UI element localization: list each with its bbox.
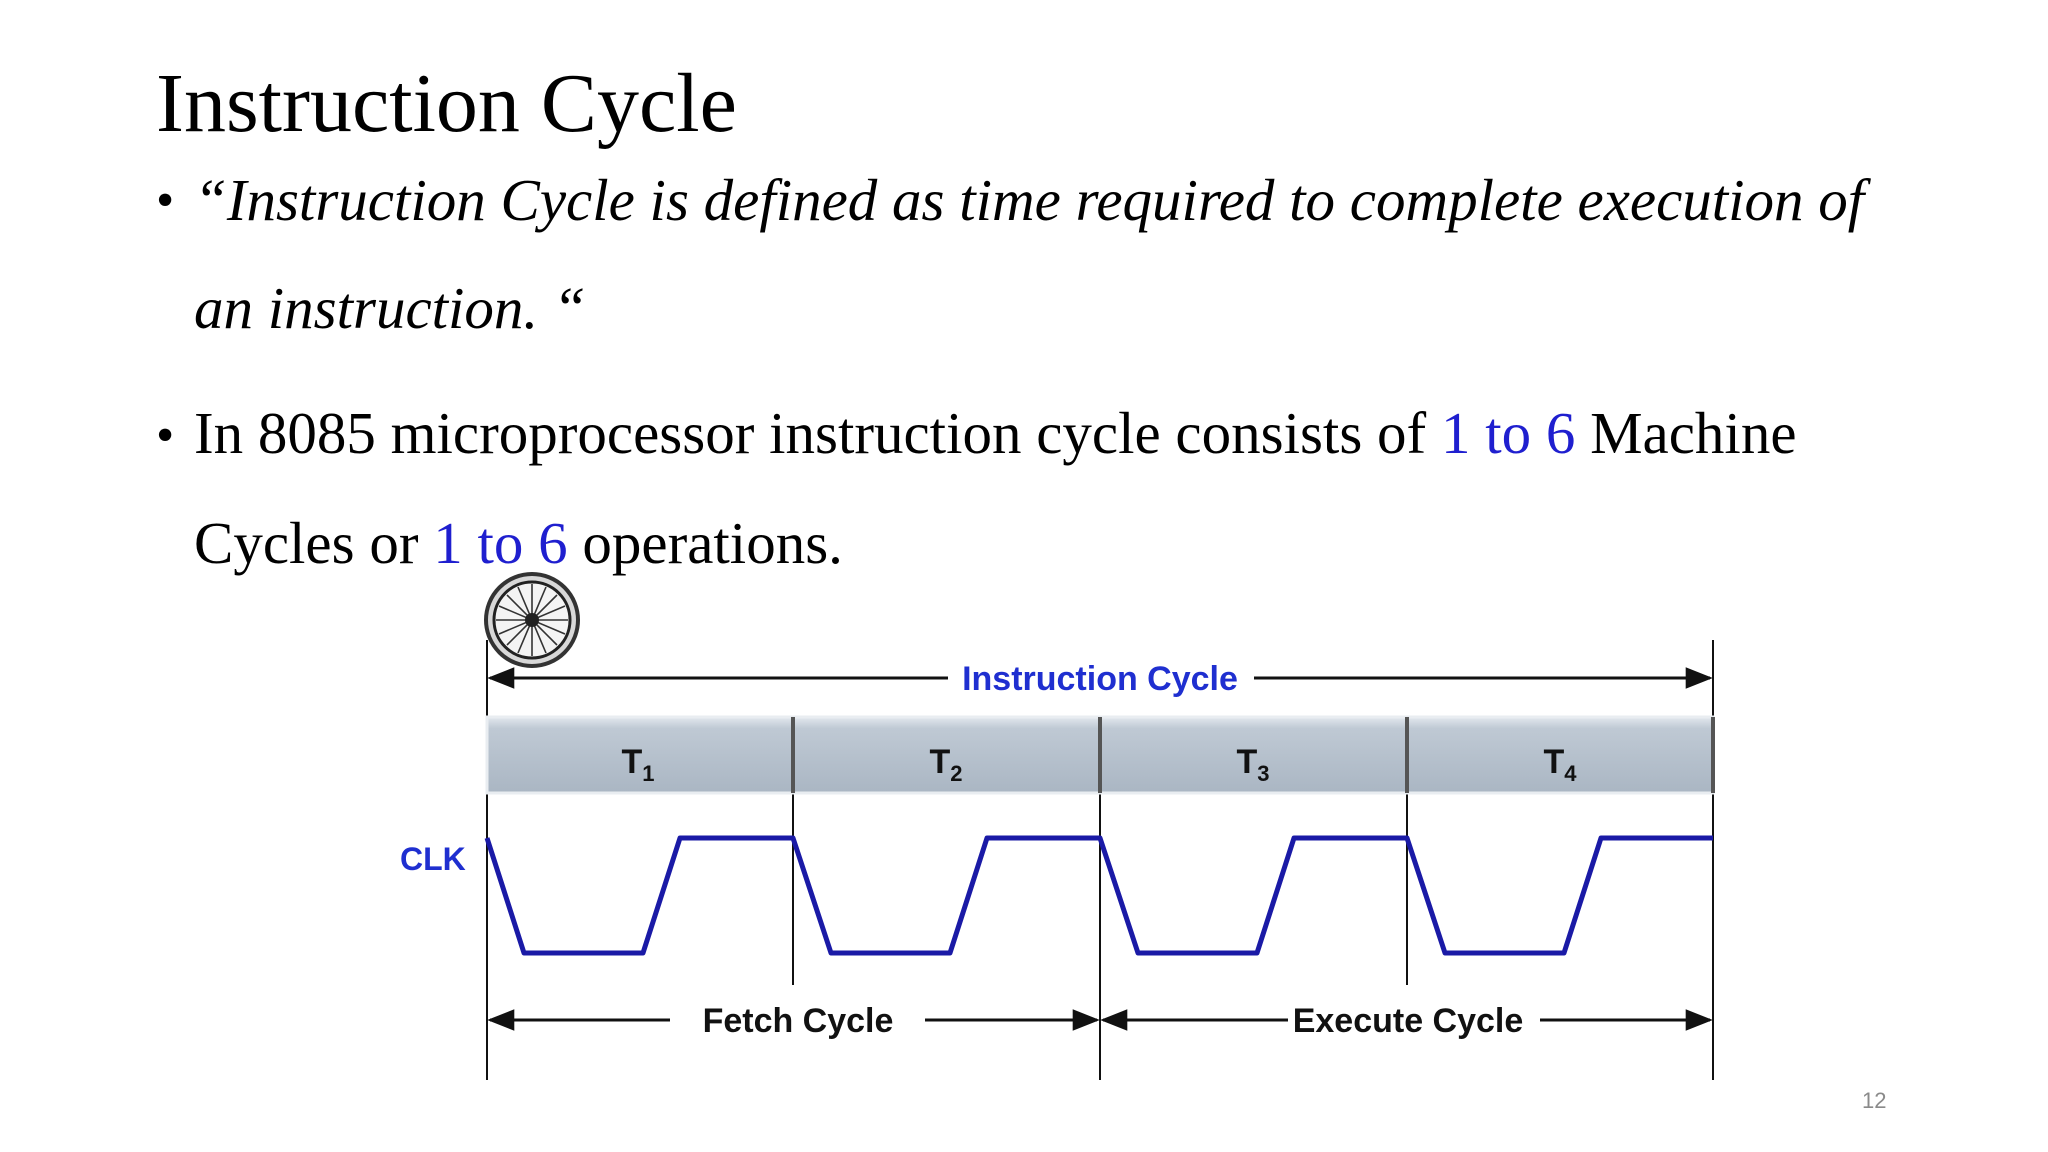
bullet-marker: • (156, 172, 175, 229)
bullet-marker: • (156, 407, 175, 464)
highlight-range: 1 to 6 (1440, 400, 1576, 466)
t-state-subscript: 1 (642, 761, 654, 786)
text-segment: Machine (1575, 400, 1797, 466)
text-segment: Cycles or (194, 510, 434, 576)
t-state-label: T (621, 743, 642, 781)
timing-diagram: Instruction Cycle T1 T2 T3 T4 CLK (400, 572, 1715, 1080)
svg-text:T4: T4 (1543, 743, 1577, 786)
text-segment: In 8085 microprocessor instruction cycle… (194, 400, 1441, 466)
t-state-bar: T1 T2 T3 T4 (485, 715, 1715, 795)
highlight-range: 1 to 6 (433, 510, 568, 576)
boundary-lines (486, 640, 1714, 1080)
slide-title: Instruction Cycle (156, 57, 737, 150)
clock-waveform (484, 835, 1713, 956)
execute-cycle-label: Execute Cycle (1293, 1002, 1524, 1040)
bullet-line-2: Cycles or 1 to 6 operations. (194, 514, 843, 573)
page-number: 12 (1862, 1088, 1887, 1113)
t-state-subscript: 3 (1257, 761, 1269, 786)
text-segment: operations. (567, 510, 843, 576)
t-state-label: T (1236, 743, 1257, 781)
wheel-icon (484, 572, 580, 668)
clk-label: CLK (400, 841, 466, 877)
svg-text:T2: T2 (929, 743, 962, 786)
definition-line-1: “Instruction Cycle is defined as time re… (194, 167, 1865, 233)
definition-line-2: an instruction. “ (194, 275, 586, 341)
instruction-cycle-label: Instruction Cycle (962, 660, 1238, 698)
svg-text:T3: T3 (1236, 743, 1269, 786)
t-state-subscript: 2 (950, 761, 962, 786)
t-state-label: T (929, 743, 950, 781)
svg-text:T1: T1 (621, 743, 654, 786)
bullet-line-1: In 8085 microprocessor instruction cycle… (194, 404, 1797, 463)
t-state-label: T (1543, 743, 1564, 781)
t-state-subscript: 4 (1564, 761, 1577, 786)
fetch-cycle-label: Fetch Cycle (703, 1002, 894, 1040)
